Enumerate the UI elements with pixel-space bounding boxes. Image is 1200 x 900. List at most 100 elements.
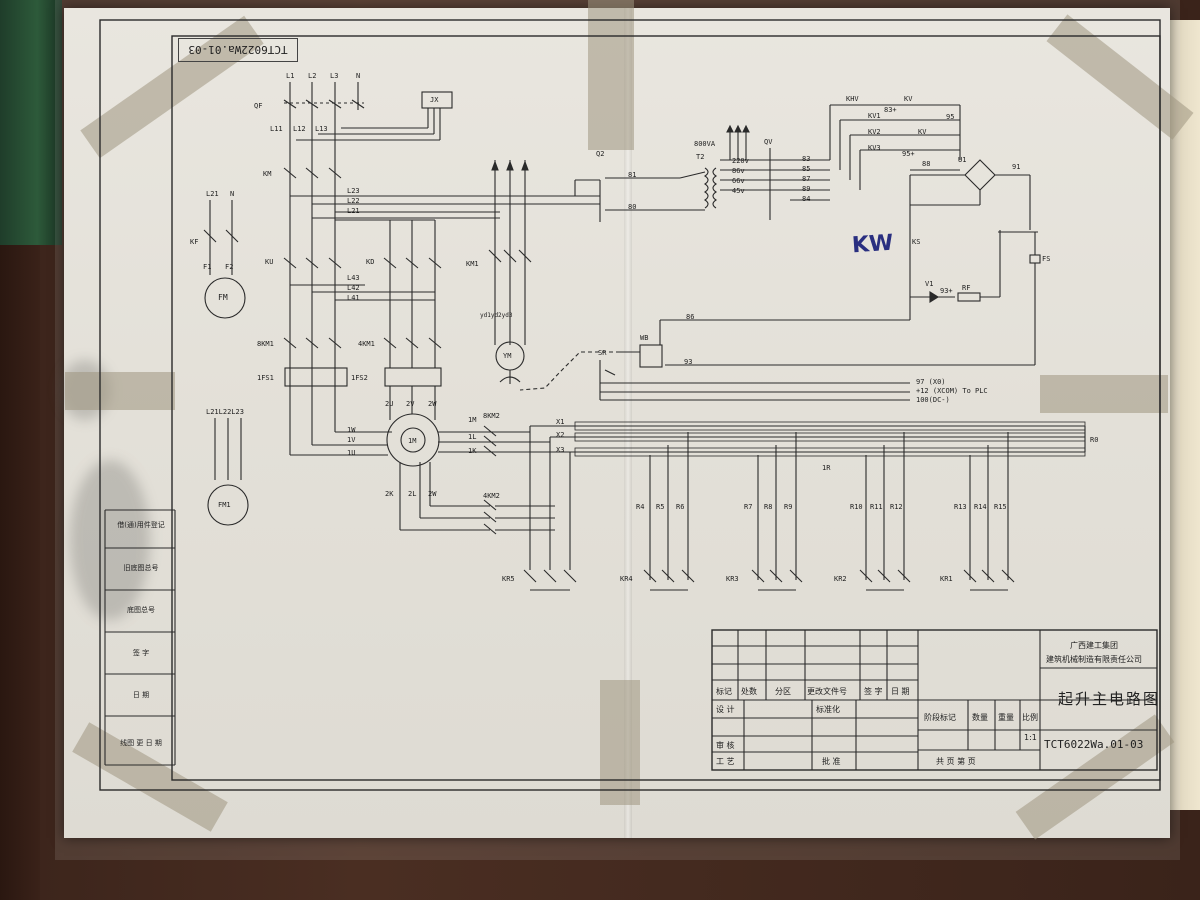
label-l21: L21 — [206, 190, 219, 198]
label-2w-lower: 2W — [428, 490, 437, 498]
label-kv4: KV — [918, 128, 927, 136]
label-v1: V1 — [925, 280, 934, 288]
label-qv: QV — [764, 138, 773, 146]
label-khv: KHV — [846, 95, 859, 103]
label-u1: U1 — [958, 156, 967, 164]
label-kf: KF — [190, 238, 199, 246]
label-r11: R11 — [870, 503, 883, 511]
rev-header-count: 处数 — [741, 687, 757, 696]
label-r15: R15 — [994, 503, 1007, 511]
role-design: 设 计 — [716, 705, 735, 714]
label-r6: R6 — [676, 503, 685, 511]
label-l3: L3 — [330, 72, 339, 80]
binder-spine — [0, 0, 62, 245]
label-jx: JX — [430, 96, 439, 104]
role-approve: 批 准 — [822, 757, 841, 766]
label-r13: R13 — [954, 503, 967, 511]
label-kv: KV — [904, 95, 913, 103]
label-x3: X3 — [556, 446, 565, 454]
drawing-code: TCT6022Wa.01-03 — [1044, 738, 1144, 751]
label-l11: L11 — [270, 125, 283, 133]
label-8km2: 8KM2 — [483, 412, 500, 420]
label-motor-1m: 1M — [408, 437, 417, 445]
label-kr3: KR3 — [726, 575, 739, 583]
label-km1: KM1 — [466, 260, 479, 268]
label-l22: L22 — [347, 197, 360, 205]
label-rf: RF — [962, 284, 971, 292]
label-1fs2: 1FS2 — [351, 374, 368, 382]
tb-stage: 阶段标记 — [924, 713, 956, 722]
label-83: 83 — [802, 155, 811, 163]
side-row-old-drawing-no: 旧底图总号 — [123, 564, 159, 572]
label-1v: 1V — [347, 436, 356, 444]
label-r5: R5 — [656, 503, 665, 511]
label-1k: 1K — [468, 447, 477, 455]
label-kv3: KV3 — [868, 144, 881, 152]
top-drawing-code: TCT6022Wa.01-03 — [178, 38, 298, 62]
tb-scale-value: 1:1 — [1024, 733, 1037, 742]
label-fm: FM — [218, 293, 228, 302]
stain — [70, 460, 150, 620]
tb-scale: 比例 — [1022, 713, 1038, 722]
label-84: 84 — [802, 195, 811, 203]
label-r10: R10 — [850, 503, 863, 511]
label-l12: L12 — [293, 125, 306, 133]
label-1l: 1L — [468, 433, 477, 441]
label-87: 87 — [802, 175, 811, 183]
label-1m-term: 1M — [468, 416, 477, 424]
label-r4: R4 — [636, 503, 645, 511]
label-kr2: KR2 — [834, 575, 847, 583]
label-ku: KU — [265, 258, 274, 266]
label-qf: QF — [254, 102, 263, 110]
plc-note: 97 (X0) +12 (XCOM) To PLC 100(DC-) — [916, 378, 988, 405]
label-n: N — [356, 72, 361, 80]
label-x2: X2 — [556, 431, 565, 439]
label-f1: F1 — [203, 263, 212, 271]
label-93p: 93+ — [940, 287, 953, 295]
label-km: KM — [263, 170, 272, 178]
side-row-signature: 签 字 — [132, 649, 150, 657]
label-r9: R9 — [784, 503, 793, 511]
label-2u: 2U — [385, 400, 394, 408]
label-sr: SR — [598, 349, 607, 357]
rev-header-zone: 分区 — [775, 687, 791, 696]
role-standard: 标准化 — [816, 705, 840, 714]
label-80: 80 — [628, 203, 637, 211]
label-l23: L23 — [347, 187, 360, 195]
label-l43: L43 — [347, 274, 360, 282]
label-1w: 1W — [347, 426, 356, 434]
label-220v: 220v — [732, 157, 749, 165]
tb-qty: 数量 — [972, 713, 988, 722]
label-kr1: KR1 — [940, 575, 953, 583]
label-800va: 800VA — [694, 140, 716, 148]
tape-strip — [588, 0, 634, 150]
label-l13: L13 — [315, 125, 328, 133]
label-1u: 1U — [347, 449, 356, 457]
label-yd: yd1yd2yd3 — [480, 312, 513, 319]
label-45v: 45v — [732, 187, 745, 195]
label-kv1: KV1 — [868, 112, 881, 120]
role-check: 审 核 — [716, 741, 735, 750]
label-86: 86 — [686, 313, 695, 321]
label-l42: L42 — [347, 284, 360, 292]
wooden-table — [0, 245, 40, 900]
label-r0: R0 — [1090, 436, 1099, 444]
label-r12: R12 — [890, 503, 903, 511]
side-row-registration: 借(通)用件登记 — [117, 521, 165, 529]
label-ym: YM — [503, 352, 512, 360]
label-r7: R7 — [744, 503, 753, 511]
label-kv2: KV2 — [868, 128, 881, 136]
label-1r: 1R — [822, 464, 831, 472]
side-row-date: 日 期 — [132, 691, 150, 699]
tape-strip — [65, 372, 175, 410]
label-91: 91 — [1012, 163, 1021, 171]
label-ks: KS — [912, 238, 921, 246]
label-86v: 86v — [732, 167, 745, 175]
paper-fold — [624, 8, 632, 838]
label-66v: 66v — [732, 177, 745, 185]
label-fs: FS — [1042, 255, 1051, 263]
label-93: 93 — [684, 358, 693, 366]
label-l1: L1 — [286, 72, 295, 80]
tape-strip — [600, 680, 640, 805]
